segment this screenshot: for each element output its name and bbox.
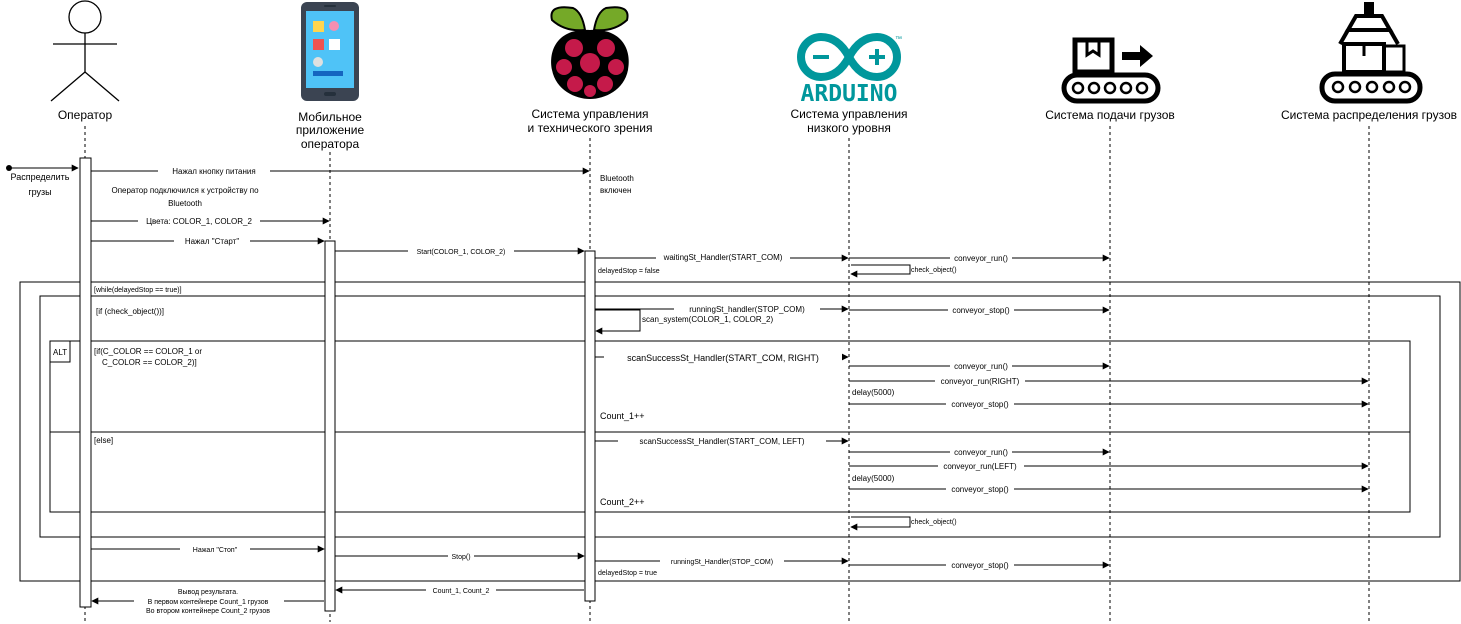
note-delay-right: delay(5000) (852, 388, 895, 397)
message-label-m1: Нажал кнопку питания (172, 167, 255, 176)
message-label-m5: waitingSt_Handler(START_COM) (663, 253, 783, 262)
alt-tag-box (49, 340, 71, 363)
note-count-1: Count_1++ (600, 411, 645, 421)
alt-guard-1: [if(C_COLOR == COLOR_1 or (94, 347, 202, 356)
message-label-m4: Start(COLOR_1, COLOR_2) (417, 249, 506, 256)
message-label-m15: scanSuccessSt_Handler(START_COM, LEFT) (639, 437, 804, 446)
participant-label-arduino-1: Система управления (790, 107, 907, 121)
message-label-m8: runningSt_handler(STOP_COM) (689, 305, 805, 314)
participant-label-dist: Система распределения грузов (1281, 108, 1457, 122)
message-label-m18: conveyor_stop() (951, 485, 1009, 494)
message-label-m3: Нажал "Старт" (185, 237, 239, 246)
message-label-m6: conveyor_run() (954, 254, 1008, 263)
message-label-m24: Count_1, Count_2 (433, 588, 490, 595)
participant-label-rpi-2: и технического зрения (528, 121, 653, 135)
note-bluetooth-on-1: Bluetooth (600, 174, 634, 183)
opt-guard: [if (check_object())] (96, 307, 164, 316)
message-label-m10: scan_system(COLOR_1, COLOR_2) (642, 315, 773, 324)
message-label-m14: conveyor_stop() (951, 400, 1009, 409)
message-arrow-m7 (850, 264, 911, 278)
participant-label-arduino-2: низкого уровня (807, 121, 891, 135)
arduino-logo-tm: ™ (895, 36, 902, 43)
message-label-m2: Цвета: COLOR_1, COLOR_2 (146, 217, 252, 226)
arduino-logo-text: ARDUINO (801, 81, 898, 107)
alt-frame (49, 340, 1411, 513)
message-label-m20: Нажал "Стоп" (193, 547, 238, 554)
raspberry-pi-icon (550, 6, 629, 99)
activation-operator (79, 157, 92, 608)
message-label-m12: conveyor_run() (954, 362, 1008, 371)
arduino-logo-icon: ARDUINO ™ (796, 32, 902, 107)
robot-conveyor-icon (1319, 2, 1423, 104)
note-result-2: В первом контейнере Count_1 грузов (148, 598, 269, 606)
initial-label-2: грузы (28, 187, 51, 197)
message-label-m13: conveyor_run(RIGHT) (941, 377, 1020, 386)
note-delay-left: delay(5000) (852, 474, 895, 483)
activation-rpi (584, 250, 596, 602)
message-label-m17: conveyor_run(LEFT) (943, 462, 1017, 471)
message-label-m23: conveyor_stop() (951, 561, 1009, 570)
loop-guard: [while(delayedStop == true)] (94, 287, 182, 294)
alt-else-guard: [else] (94, 436, 113, 445)
participant-label-feed: Система подачи грузов (1045, 108, 1175, 122)
message-label-m7: check_object() (911, 267, 957, 274)
smartphone-icon (301, 2, 359, 101)
note-count-2: Count_2++ (600, 497, 645, 507)
conveyor-box-icon (1061, 37, 1161, 104)
participant-label-operator: Оператор (58, 108, 113, 122)
participant-label-app-1: Мобильное (298, 110, 362, 124)
note-bluetooth-connect-2: Bluetooth (168, 199, 202, 208)
stick-figure-icon (50, 0, 120, 102)
loop-frame (19, 281, 1461, 582)
message-label-m16: conveyor_run() (954, 448, 1008, 457)
participant-label-app-2: приложение (296, 123, 365, 137)
note-bluetooth-connect-1: Оператор подключился к устройству по (111, 186, 259, 195)
message-label-m21: Stop() (451, 554, 470, 561)
note-delayed-stop-true: delayedStop = true (598, 570, 657, 577)
initial-label-1: Распределить (11, 172, 70, 182)
message-label-m11: scanSuccessSt_Handler(START_COM, RIGHT) (627, 353, 819, 363)
note-result-3: Во втором контейнере Count_2 грузов (146, 607, 270, 615)
alt-tag: ALT (53, 348, 67, 357)
message-label-m19: check_object() (911, 519, 957, 526)
participant-label-app-3: оператора (301, 137, 360, 151)
participant-label-rpi-1: Система управления (531, 107, 648, 121)
message-arrow-m10 (595, 309, 641, 335)
note-bluetooth-on-2: включен (600, 186, 631, 195)
note-result-1: Вывод результата. (178, 589, 238, 596)
opt-frame (39, 295, 1441, 538)
note-delayed-stop-false: delayedStop = false (598, 268, 660, 275)
message-label-m22: runningSt_Handler(STOP_COM) (671, 559, 773, 566)
message-label-m9: conveyor_stop() (952, 306, 1010, 315)
alt-guard-2: C_COLOR == COLOR_2)] (102, 358, 197, 367)
message-arrow-m19 (850, 516, 911, 531)
activation-app (324, 240, 336, 612)
